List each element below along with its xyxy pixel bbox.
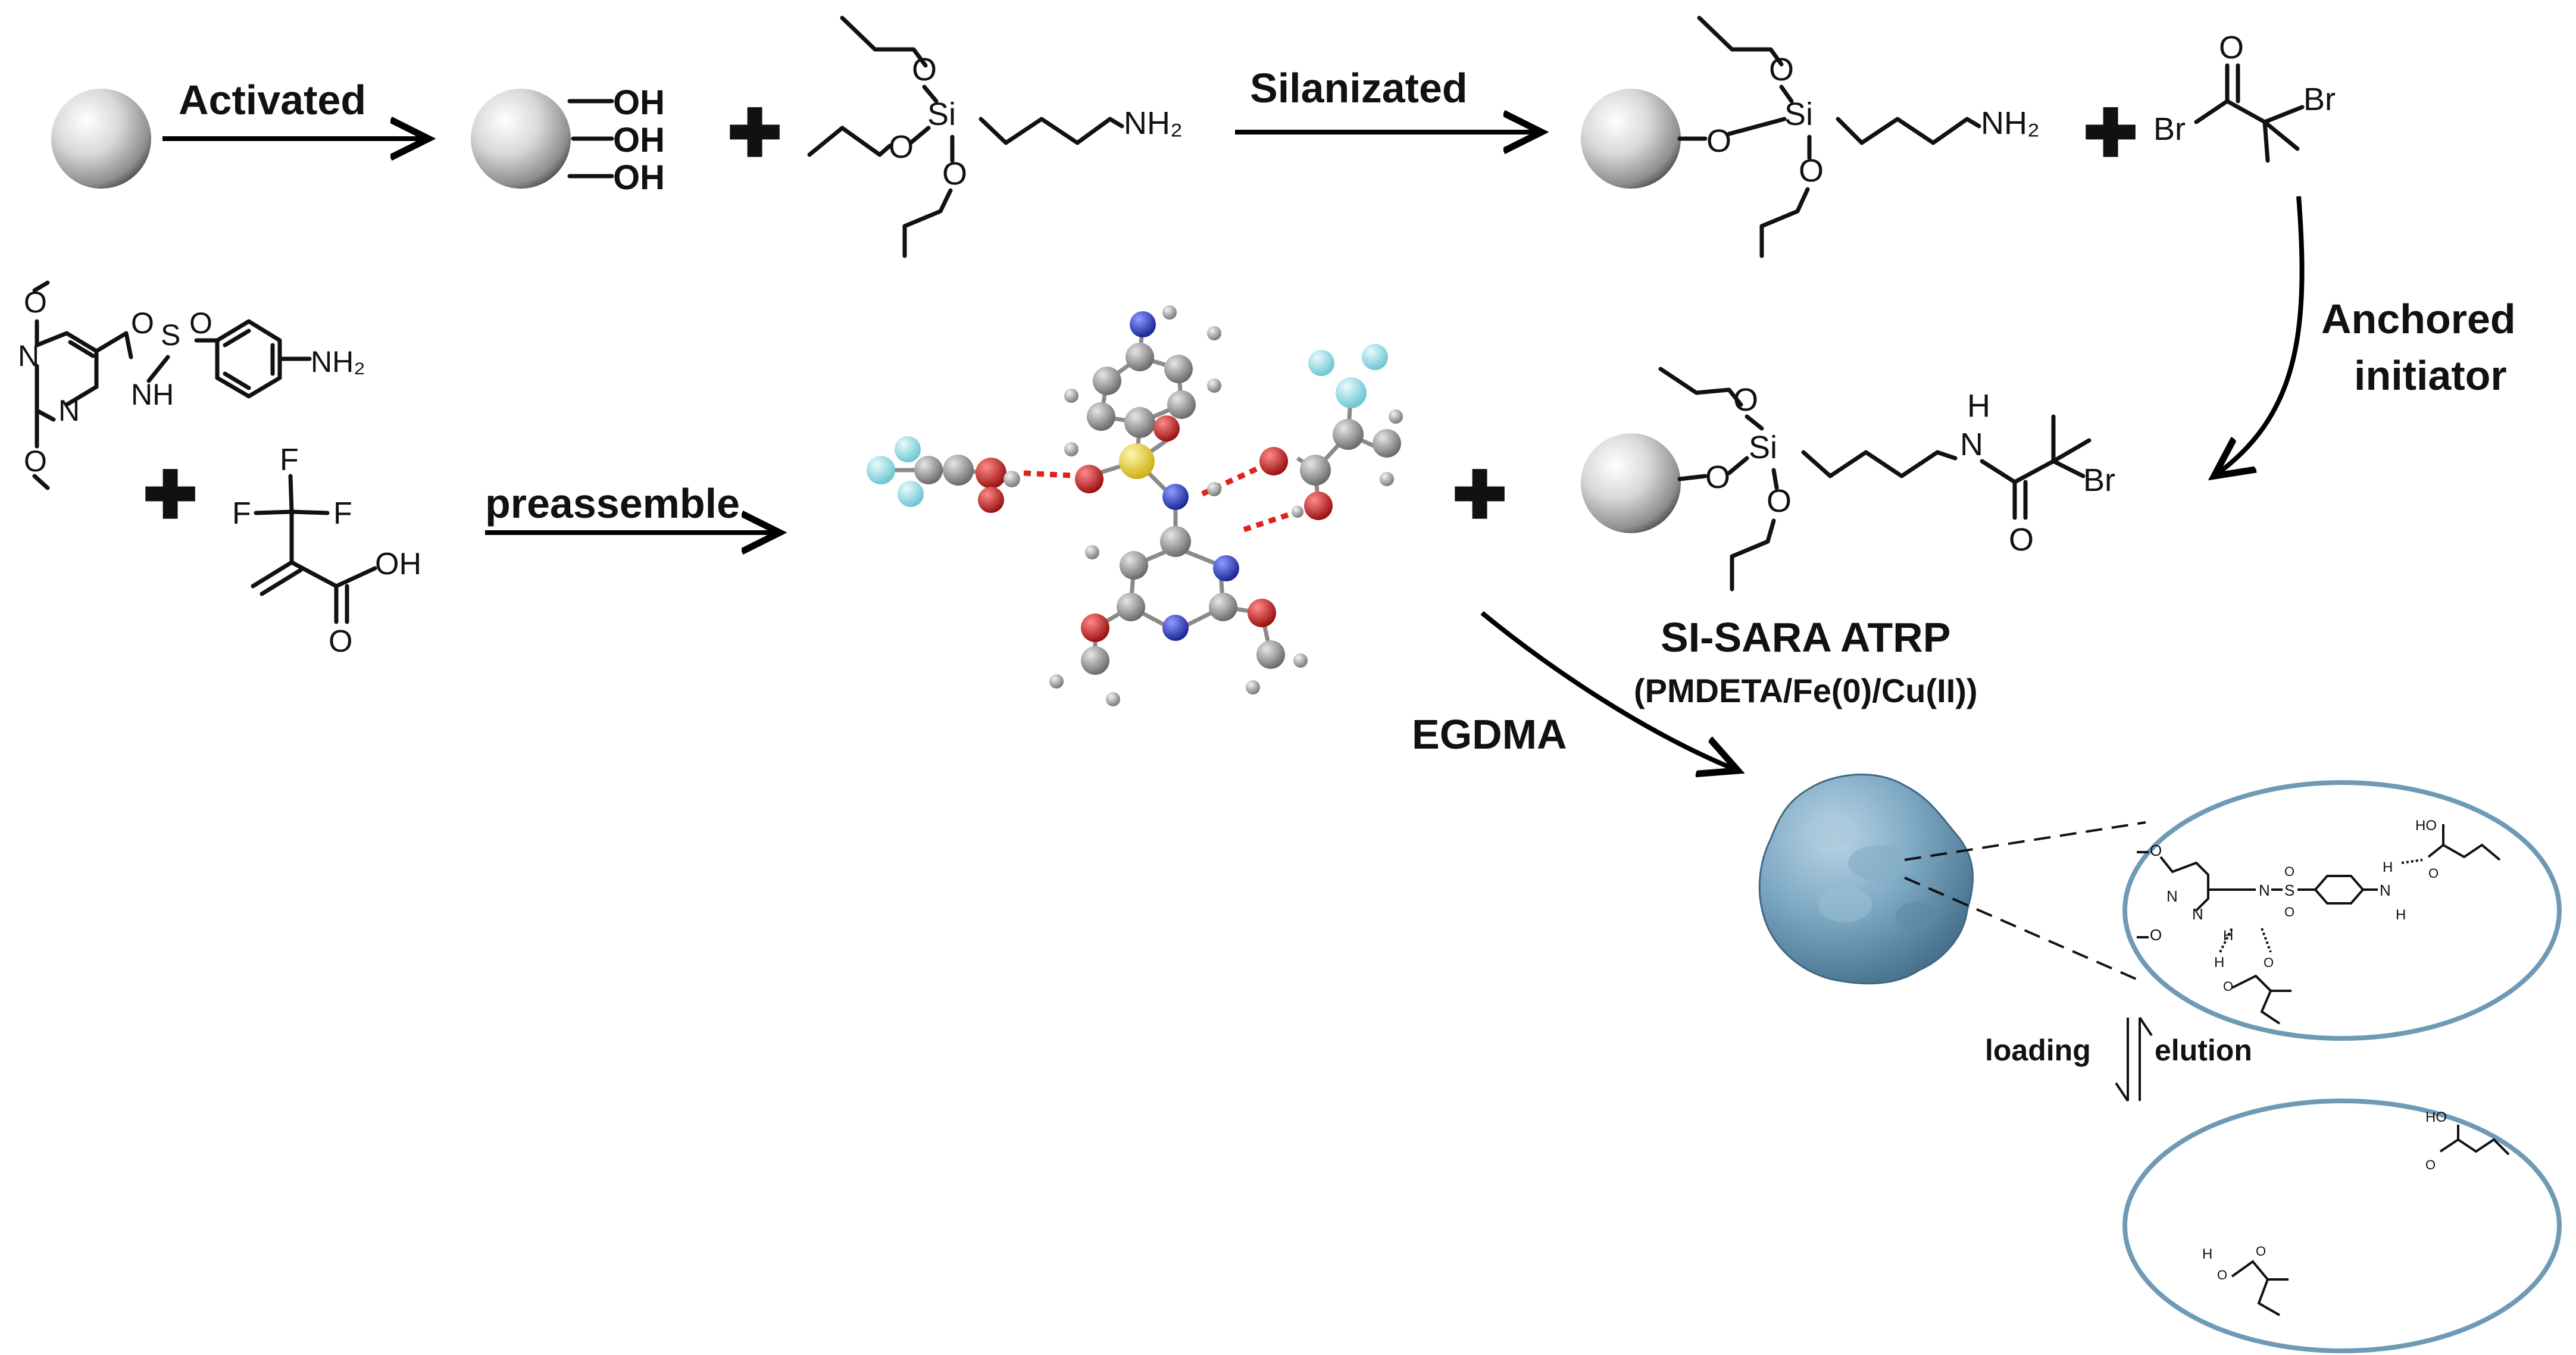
initiator-particle bbox=[1581, 433, 1681, 533]
loading-label: loading bbox=[1985, 1034, 2091, 1067]
plus-sign: ✚ bbox=[2083, 97, 2138, 170]
svg-text:O: O bbox=[2284, 905, 2294, 919]
plus-sign: ✚ bbox=[727, 97, 782, 170]
svg-text:F: F bbox=[280, 443, 299, 477]
svg-text:O: O bbox=[1705, 459, 1730, 495]
svg-text:Si: Si bbox=[927, 96, 956, 132]
aptes-structure: O Si O O NH₂ bbox=[807, 15, 1183, 258]
svg-text:O: O bbox=[2256, 1244, 2266, 1259]
imprinted-cavity-empty bbox=[2122, 1099, 2562, 1353]
svg-text:O: O bbox=[2009, 522, 2034, 558]
silica-particle bbox=[51, 89, 151, 189]
zoom-connector bbox=[1904, 821, 2146, 861]
svg-text:O: O bbox=[2425, 1157, 2436, 1172]
svg-text:S: S bbox=[2284, 881, 2294, 899]
svg-text:O: O bbox=[1706, 123, 1731, 159]
svg-text:Si: Si bbox=[1784, 96, 1813, 132]
svg-text:O: O bbox=[2284, 864, 2294, 879]
bibb-structure: Br O Br bbox=[2153, 30, 2336, 163]
svg-text:N: N bbox=[2192, 905, 2203, 923]
svg-text:F: F bbox=[333, 496, 352, 531]
activated-label: Activated bbox=[179, 77, 366, 123]
anchored-arrow bbox=[2214, 196, 2305, 476]
silanized-structure: O O Si O NH₂ bbox=[1677, 15, 2040, 258]
preassembled-complex-model bbox=[867, 305, 1403, 706]
svg-text:O: O bbox=[131, 306, 154, 340]
hydroxyl-label: OH bbox=[613, 83, 665, 122]
bound-template-structure: O N N O N H S O O N H H HO O H O O bbox=[2137, 818, 2501, 1025]
svg-text:OH: OH bbox=[375, 547, 421, 581]
svg-text:NH₂: NH₂ bbox=[311, 345, 365, 378]
svg-text:O: O bbox=[1767, 483, 1792, 519]
equilibrium-arrows bbox=[2115, 1016, 2153, 1102]
svg-text:H: H bbox=[2383, 859, 2393, 875]
plus-sign: ✚ bbox=[143, 459, 198, 532]
svg-text:Br: Br bbox=[2153, 111, 2186, 147]
sulfadimethoxine-structure: O N N O NH S O O NH₂ bbox=[18, 280, 365, 490]
silanized-particle bbox=[1581, 89, 1681, 189]
svg-text:O: O bbox=[912, 52, 937, 87]
svg-text:N: N bbox=[1960, 427, 1983, 462]
svg-text:N: N bbox=[2259, 881, 2270, 899]
svg-text:O: O bbox=[942, 156, 967, 192]
elution-label: elution bbox=[2155, 1034, 2252, 1067]
svg-text:O: O bbox=[2264, 955, 2274, 970]
svg-text:O: O bbox=[2428, 866, 2439, 881]
svg-text:NH: NH bbox=[131, 378, 174, 411]
svg-text:H: H bbox=[1967, 388, 1990, 424]
imprinted-polymer-particle bbox=[1758, 774, 1974, 985]
anchored-initiator-label: Anchored bbox=[2321, 296, 2516, 342]
silanizated-label: Silanizated bbox=[1250, 65, 1468, 111]
svg-text:N: N bbox=[2380, 881, 2391, 899]
svg-text:Br: Br bbox=[2083, 462, 2115, 498]
svg-text:F: F bbox=[232, 496, 251, 531]
svg-text:O: O bbox=[2150, 841, 2162, 859]
hydroxyl-label: OH bbox=[613, 158, 665, 197]
svg-text:H: H bbox=[2214, 955, 2224, 971]
svg-text:N: N bbox=[58, 394, 80, 427]
svg-text:O: O bbox=[1733, 382, 1758, 418]
egdma-arrow bbox=[1480, 611, 1738, 771]
svg-text:O: O bbox=[1799, 153, 1824, 189]
sara-conditions: (PMDETA/Fe(0)/Cu(II)) bbox=[1634, 672, 1978, 709]
svg-text:NH₂: NH₂ bbox=[1124, 105, 1183, 141]
svg-text:S: S bbox=[161, 318, 180, 352]
plus-sign: ✚ bbox=[1452, 459, 1507, 532]
svg-text:O: O bbox=[2219, 30, 2244, 65]
initiator-structure: O O Si O H N O Br bbox=[1658, 367, 2115, 592]
svg-text:H: H bbox=[2396, 907, 2406, 923]
svg-text:N: N bbox=[2167, 887, 2178, 905]
svg-text:O: O bbox=[24, 445, 47, 478]
svg-text:O: O bbox=[1769, 52, 1794, 87]
svg-text:HO: HO bbox=[2425, 1109, 2447, 1125]
sara-title: SI-SARA ATRP bbox=[1661, 614, 1950, 661]
imprinted-cavity-loaded bbox=[2122, 780, 2562, 1041]
activated-particle bbox=[471, 89, 571, 189]
svg-text:Si: Si bbox=[1749, 430, 1777, 465]
svg-text:O: O bbox=[189, 306, 212, 340]
svg-text:H: H bbox=[2223, 928, 2233, 944]
zoom-connector bbox=[1904, 877, 2143, 983]
tfmaa-structure: F F F OH O bbox=[232, 443, 421, 659]
svg-text:O: O bbox=[329, 624, 352, 659]
svg-text:O: O bbox=[889, 129, 914, 165]
preassemble-label: preassemble bbox=[485, 480, 740, 527]
empty-cavity-structure: HO O H O O bbox=[2202, 1109, 2510, 1316]
svg-text:O: O bbox=[2150, 926, 2162, 944]
svg-text:O: O bbox=[2223, 979, 2233, 994]
svg-text:HO: HO bbox=[2415, 818, 2437, 834]
egdma-label: EGDMA bbox=[1412, 711, 1567, 758]
svg-text:H: H bbox=[2202, 1246, 2212, 1262]
svg-text:O: O bbox=[2217, 1268, 2227, 1282]
hydroxyl-label: OH bbox=[613, 121, 665, 159]
anchored-initiator-label: initiator bbox=[2354, 352, 2507, 399]
svg-text:NH₂: NH₂ bbox=[1981, 105, 2040, 141]
svg-text:Br: Br bbox=[2303, 82, 2336, 117]
